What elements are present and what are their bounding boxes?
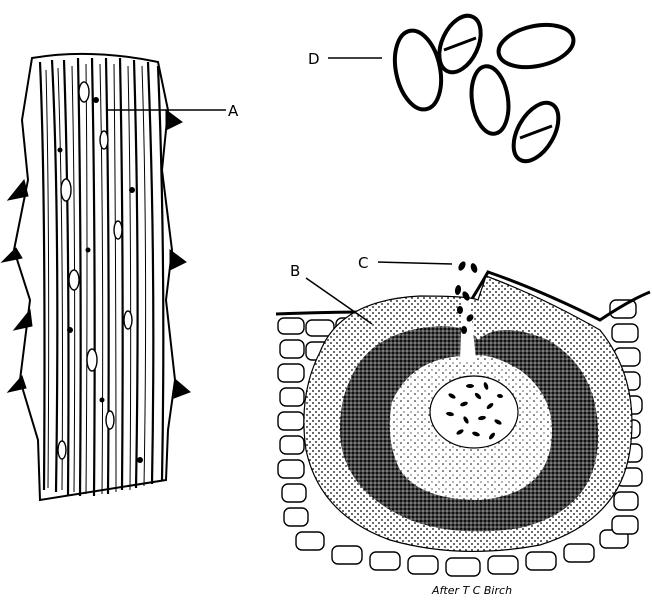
spore	[467, 64, 512, 136]
label-c: C	[358, 254, 368, 272]
cross-section-drawing	[276, 260, 650, 576]
twig-drawing	[2, 54, 190, 500]
label-b: B	[290, 262, 300, 280]
label-d: D	[308, 50, 320, 68]
spore-septate	[504, 95, 567, 168]
spores-drawing	[388, 9, 577, 169]
spore	[495, 19, 578, 74]
leader-line-b	[306, 278, 372, 324]
leader-line-c	[378, 262, 452, 264]
credit-text: After T C Birch	[431, 584, 512, 597]
label-a: A	[228, 102, 239, 120]
spore	[388, 26, 448, 113]
